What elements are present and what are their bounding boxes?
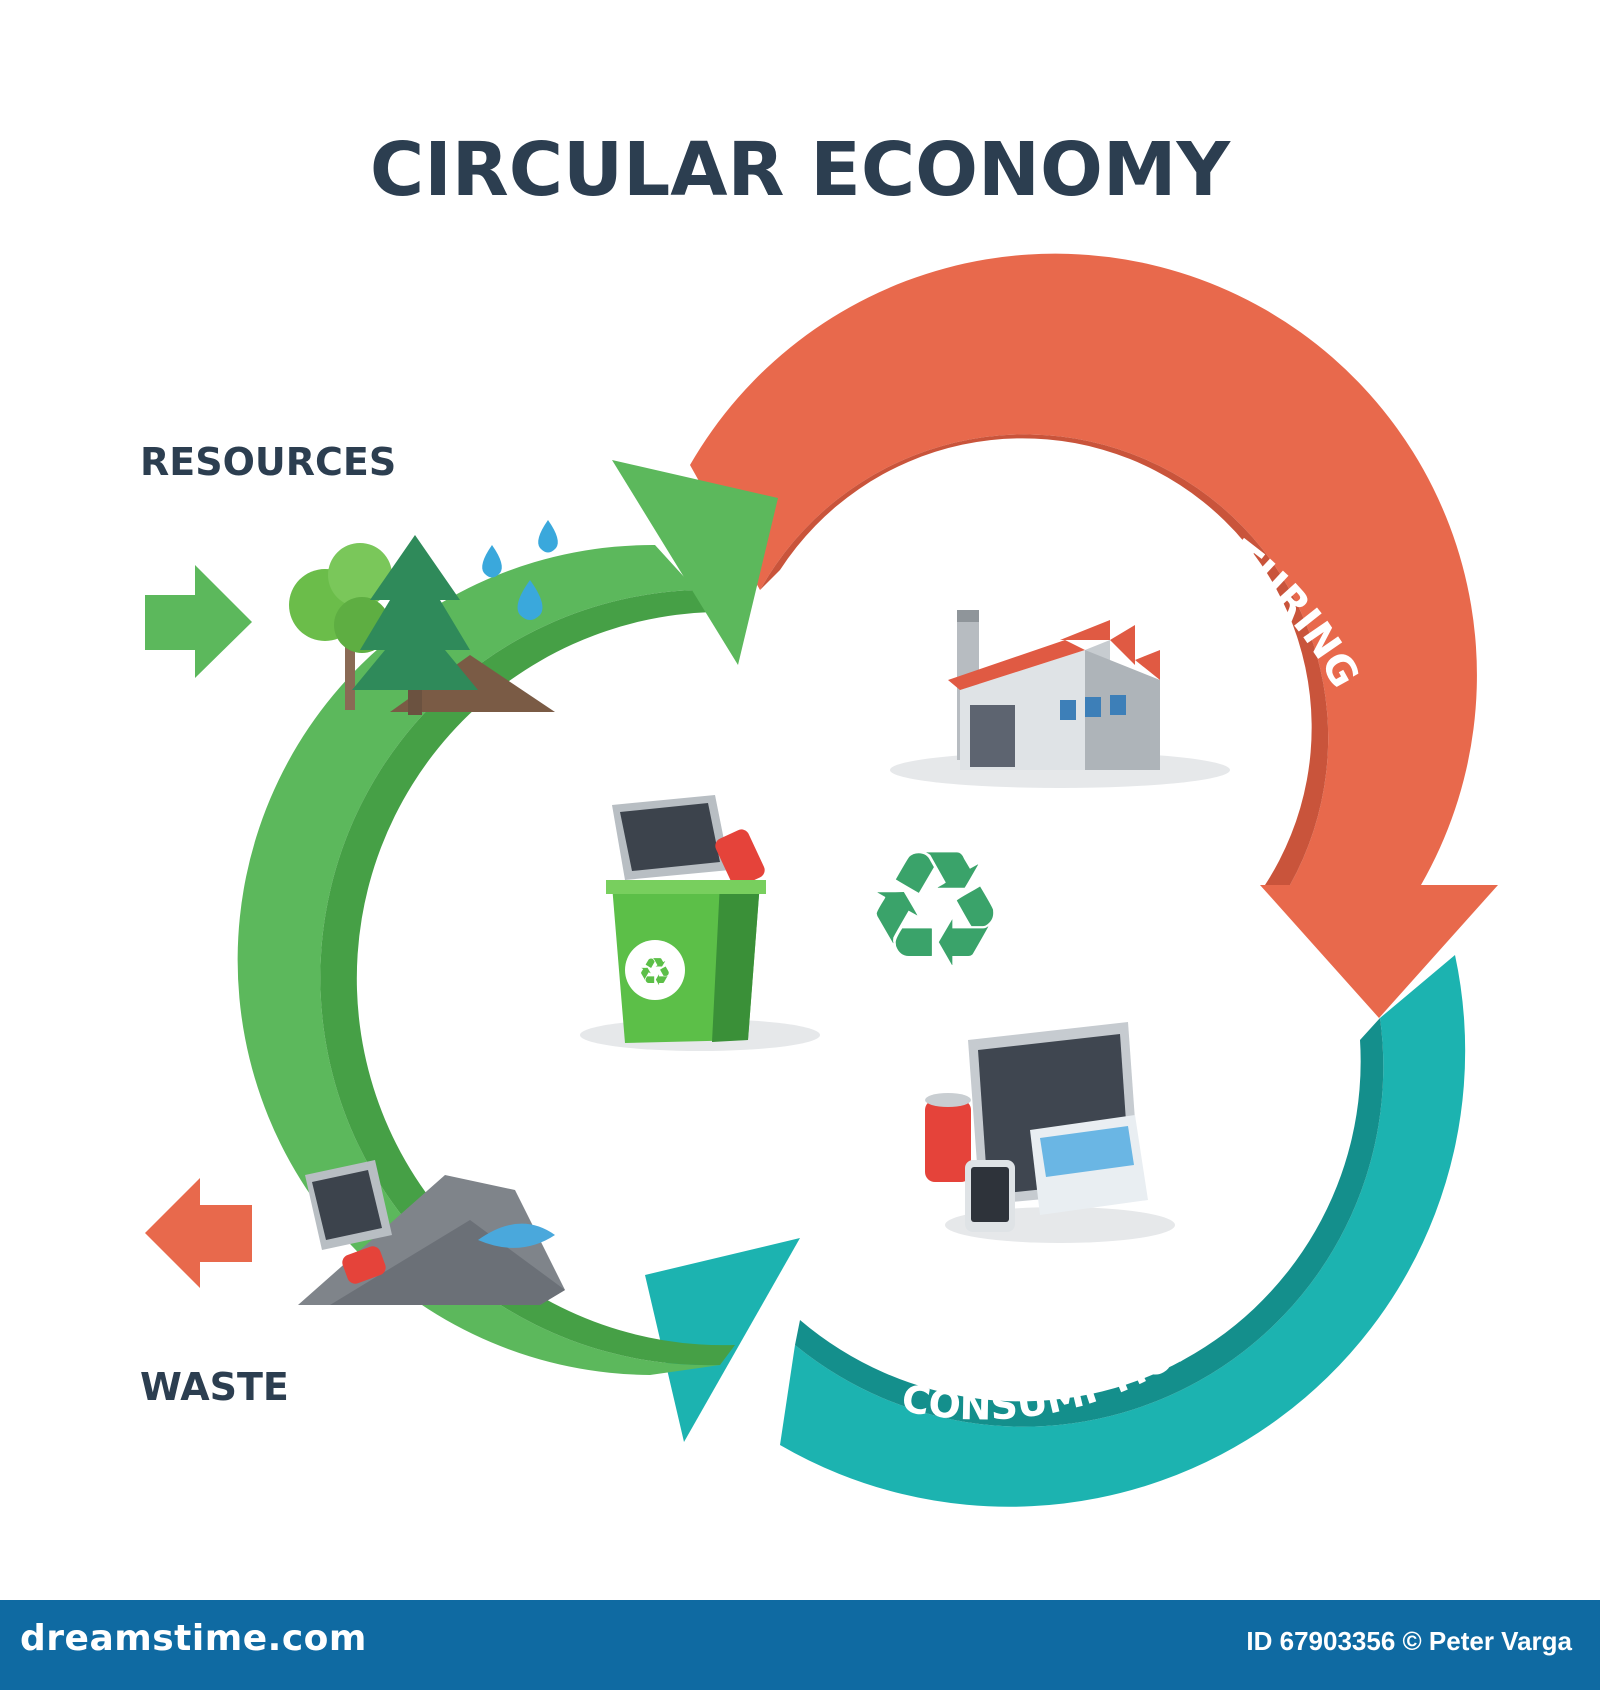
svg-text:♻: ♻ — [638, 950, 672, 994]
consumption-arrow — [645, 955, 1466, 1507]
resources-label: RESOURCES — [140, 440, 396, 484]
footer-credit: ID 67903356 © Peter Varga — [1246, 1626, 1572, 1656]
factory-icon — [890, 610, 1230, 788]
recycling-label: RECYCLING — [438, 835, 512, 1103]
svg-text:♻: ♻ — [863, 816, 1006, 1003]
waste-arrow — [145, 1178, 252, 1288]
resources-arrow — [145, 565, 252, 678]
page-title: CIRCULAR ECONOMY — [370, 127, 1232, 213]
water-drop-icon — [482, 520, 558, 620]
recycle-symbol-icon: ♻ — [863, 816, 1006, 1003]
circular-economy-diagram: CIRCULAR ECONOMY RESOURCES WASTE MANUFAC… — [140, 127, 1498, 1507]
devices-icon — [925, 1022, 1175, 1243]
waste-pile-icon — [298, 1160, 565, 1305]
footer-brand[interactable]: dreamstime.com — [20, 1618, 367, 1659]
waste-label: WASTE — [140, 1365, 289, 1409]
recycling-bin-icon: ♻ — [580, 795, 820, 1051]
manufacturing-arrow — [690, 253, 1498, 1018]
tree-icon — [289, 535, 555, 715]
footer-bar: dreamstime.com ID 67903356 © Peter Varga — [0, 1600, 1600, 1690]
